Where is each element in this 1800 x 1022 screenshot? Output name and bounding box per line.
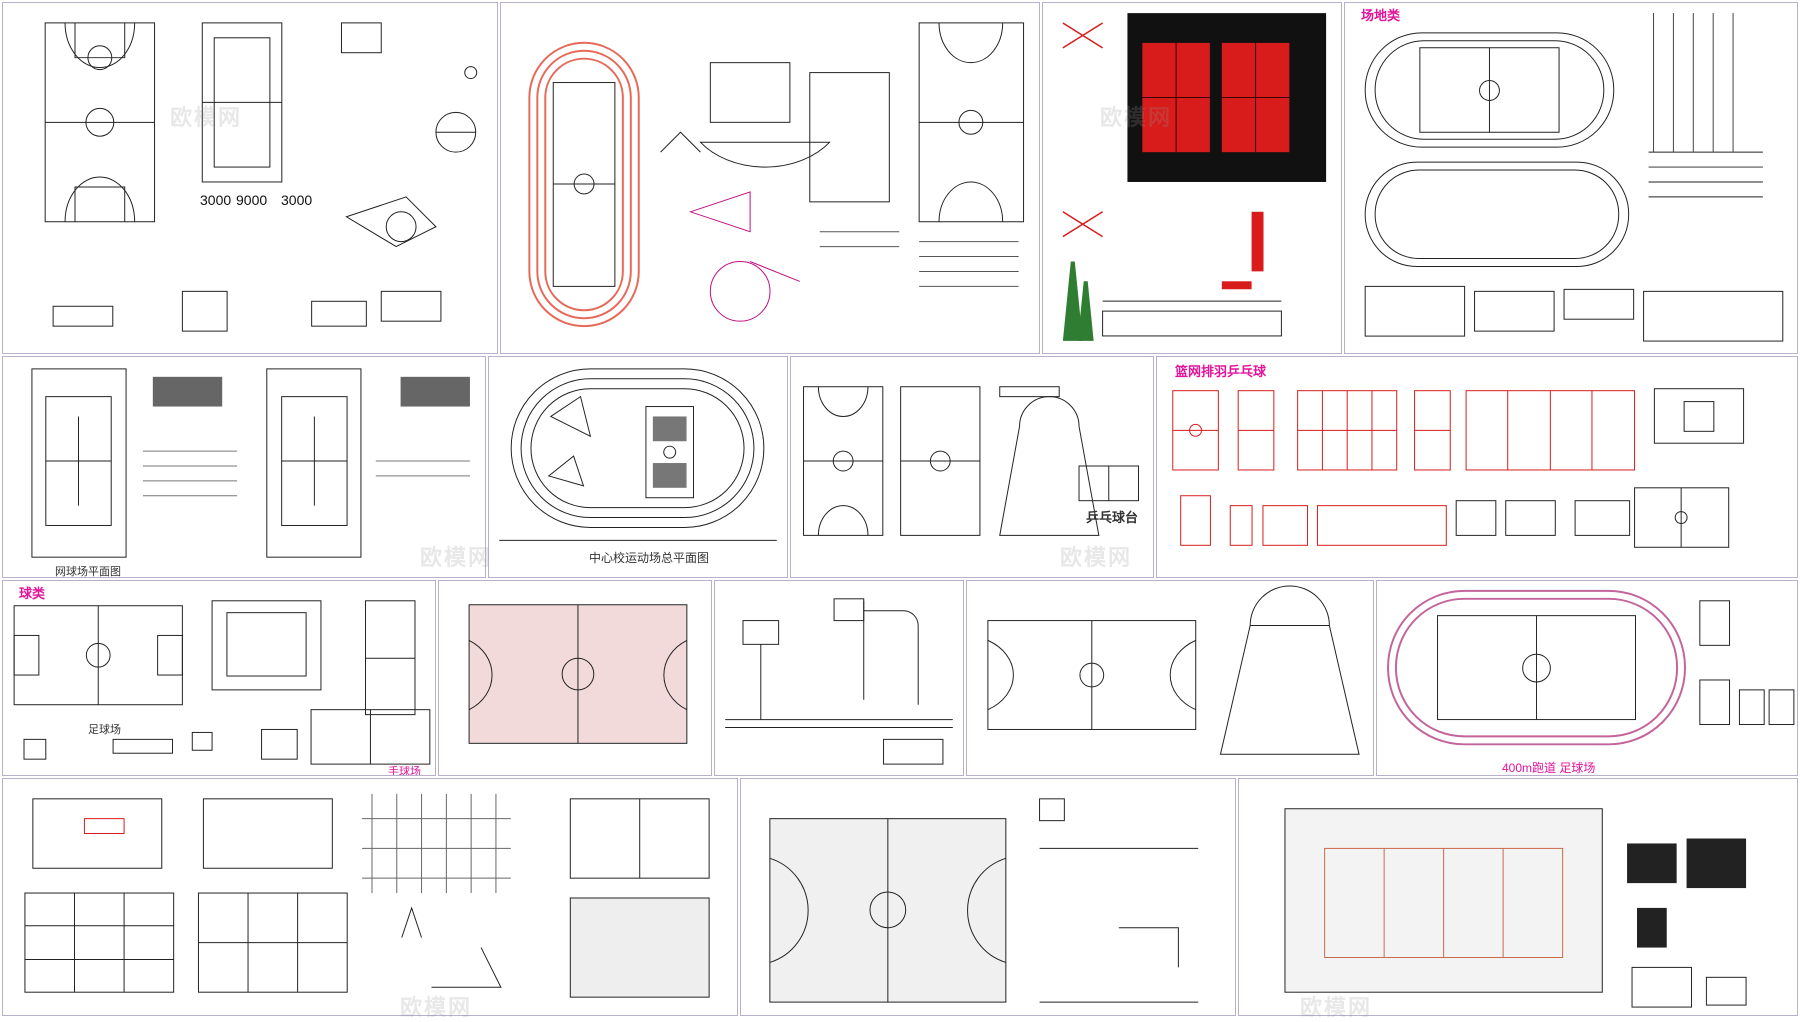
watermark: 欧模网 [400,995,473,1020]
watermark: 欧模网 [420,545,493,570]
heading-nets: 篮网排羽乒乓球 [1175,364,1267,379]
panel-track-field [500,2,1040,354]
panel-tennis: 网球场平面图 [2,356,486,578]
watermark: 欧模网 [1100,105,1173,130]
school-plan-drawing [499,368,777,541]
caption-soccer: 足球场 [88,724,121,736]
hoop-detail-drawing [725,598,953,765]
panel-red-courts [1042,2,1342,354]
caption-track-400: 400m跑道 足球场 [1502,761,1596,775]
textured-court-drawing [468,604,688,744]
panel-basketball-pingpong: 乒乓球台 [790,356,1154,578]
red-courts-drawing [1062,13,1327,341]
panel-balls: 球类 足球场 手球场 [2,580,436,776]
panel-textured-court [438,580,712,776]
panel-court-grids [2,778,738,1016]
fields-drawing [1364,12,1784,342]
large-plan-drawing [1284,808,1747,1008]
balls-drawing [13,600,431,765]
panel-fields: 场地类 [1344,2,1798,354]
watermark: 欧模网 [1300,995,1373,1020]
watermark: 欧模网 [170,105,243,130]
panel-hoop-detail [714,580,964,776]
nets-drawing [1172,388,1745,548]
dim-right: 3000 [281,192,313,208]
tennis-drawing [31,368,470,558]
track-400-drawing [1387,589,1795,746]
panel-basketball-plan [966,580,1374,776]
watermark: 欧模网 [1060,545,1133,570]
basketball-plan-drawing [987,585,1360,755]
caption-tennis-plan: 网球场平面图 [55,566,121,578]
panel-school-plan: 中心校运动场总平面图 [488,356,788,578]
court-grids-drawing [24,793,710,998]
heading-fields: 场地类 [1361,8,1401,23]
basketball-volleyball-drawing [44,22,478,332]
caption-school-plan: 中心校运动场总平面图 [589,551,710,565]
dim-mid: 9000 [236,192,268,208]
panel-basketball-volleyball: 3000 9000 3000 [2,2,498,354]
track-field-drawing [528,22,1025,328]
caption-pingpong: 乒乓球台 [1086,510,1139,525]
dim-left: 3000 [200,192,232,208]
caption-handball: 手球场 [388,766,421,776]
panel-nets: 篮网排羽乒乓球 [1156,356,1798,578]
dotted-court-drawing [769,798,1199,1003]
basketball-pingpong-drawing [803,386,1139,536]
panel-dotted-court [740,778,1236,1016]
panel-large-plan [1238,778,1798,1016]
panel-track-400: 400m跑道 足球场 [1376,580,1798,776]
heading-balls: 球类 [19,586,46,601]
